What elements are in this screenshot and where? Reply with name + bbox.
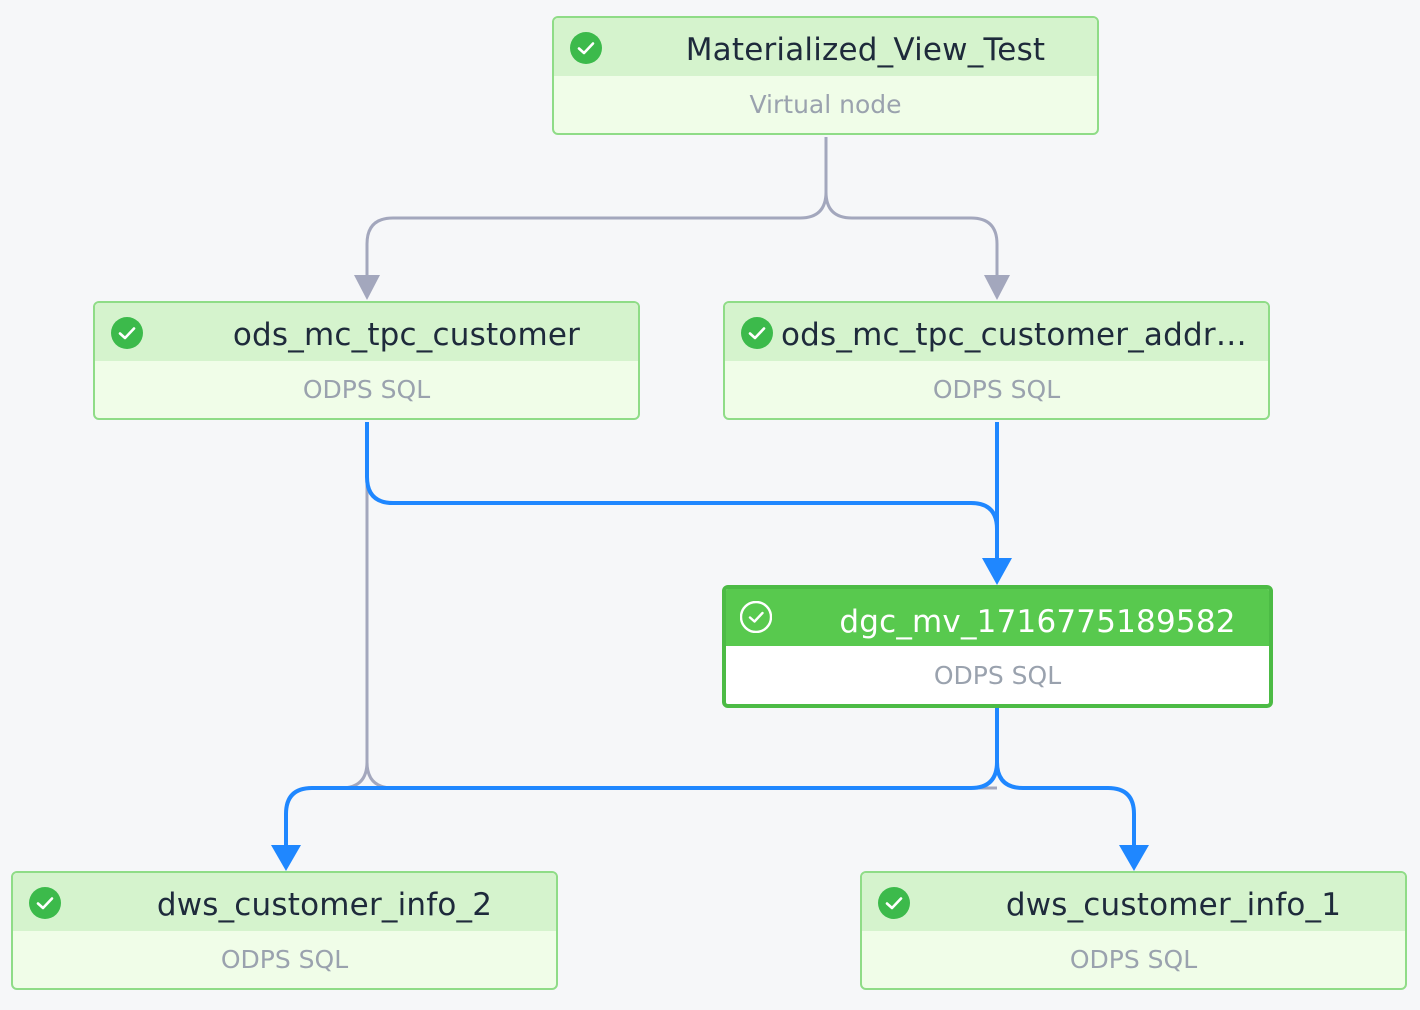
node-title: Materialized_View_Test xyxy=(685,32,1046,68)
node-title: ods_mc_tpc_customer_addr… xyxy=(781,317,1247,353)
check-circle-icon xyxy=(29,887,61,919)
arrowhead-ods-customer-addr xyxy=(984,275,1010,300)
node-header: ods_mc_tpc_customer_addr… xyxy=(725,303,1268,361)
node-ods-mc-tpc-customer[interactable]: ods_mc_tpc_customer ODPS SQL xyxy=(93,301,640,420)
arrowhead-dws-info-1 xyxy=(1119,845,1149,871)
edge-dgc-mv-to-dws-info-2 xyxy=(284,708,999,848)
node-header: Materialized_View_Test xyxy=(554,18,1097,76)
arrowhead-ods-customer xyxy=(354,275,380,300)
node-type: ODPS SQL xyxy=(933,661,1062,690)
node-title: dws_customer_info_2 xyxy=(156,887,493,923)
check-circle-icon xyxy=(741,317,773,349)
node-header: dgc_mv_1716775189582 xyxy=(726,589,1269,646)
node-title: ods_mc_tpc_customer xyxy=(232,317,581,353)
check-circle-icon xyxy=(111,317,143,349)
node-materialized-view-test[interactable]: Materialized_View_Test Virtual node xyxy=(552,16,1099,135)
node-dws-customer-info-1[interactable]: dws_customer_info_1 ODPS SQL xyxy=(860,871,1407,990)
check-circle-icon xyxy=(570,32,602,64)
check-circle-icon xyxy=(878,887,910,919)
node-type: ODPS SQL xyxy=(220,945,349,974)
check-circle-icon xyxy=(740,601,772,633)
node-header: ods_mc_tpc_customer xyxy=(95,303,638,361)
node-type: ODPS SQL xyxy=(932,375,1061,404)
node-dws-customer-info-2[interactable]: dws_customer_info_2 ODPS SQL xyxy=(11,871,558,990)
node-title: dgc_mv_1716775189582 xyxy=(839,604,1236,640)
edge-root-to-ods-customer-addr xyxy=(824,191,999,278)
node-ods-mc-tpc-customer-addr[interactable]: ods_mc_tpc_customer_addr… ODPS SQL xyxy=(723,301,1270,420)
node-title: dws_customer_info_1 xyxy=(1005,887,1342,923)
node-dgc-mv[interactable]: dgc_mv_1716775189582 ODPS SQL xyxy=(722,585,1273,708)
arrowhead-dgc-mv xyxy=(982,558,1012,585)
edge-root-to-ods-customer xyxy=(365,137,828,278)
node-type: ODPS SQL xyxy=(302,375,431,404)
node-header: dws_customer_info_1 xyxy=(862,873,1405,931)
edge-dgc-mv-to-dws-info-1 xyxy=(995,761,1136,848)
edge-ods-customer-to-dgc-mv xyxy=(365,422,999,562)
node-header: dws_customer_info_2 xyxy=(13,873,556,931)
node-type: ODPS SQL xyxy=(1069,945,1198,974)
arrowhead-dws-info-2 xyxy=(271,845,301,871)
node-type: Virtual node xyxy=(749,90,902,119)
